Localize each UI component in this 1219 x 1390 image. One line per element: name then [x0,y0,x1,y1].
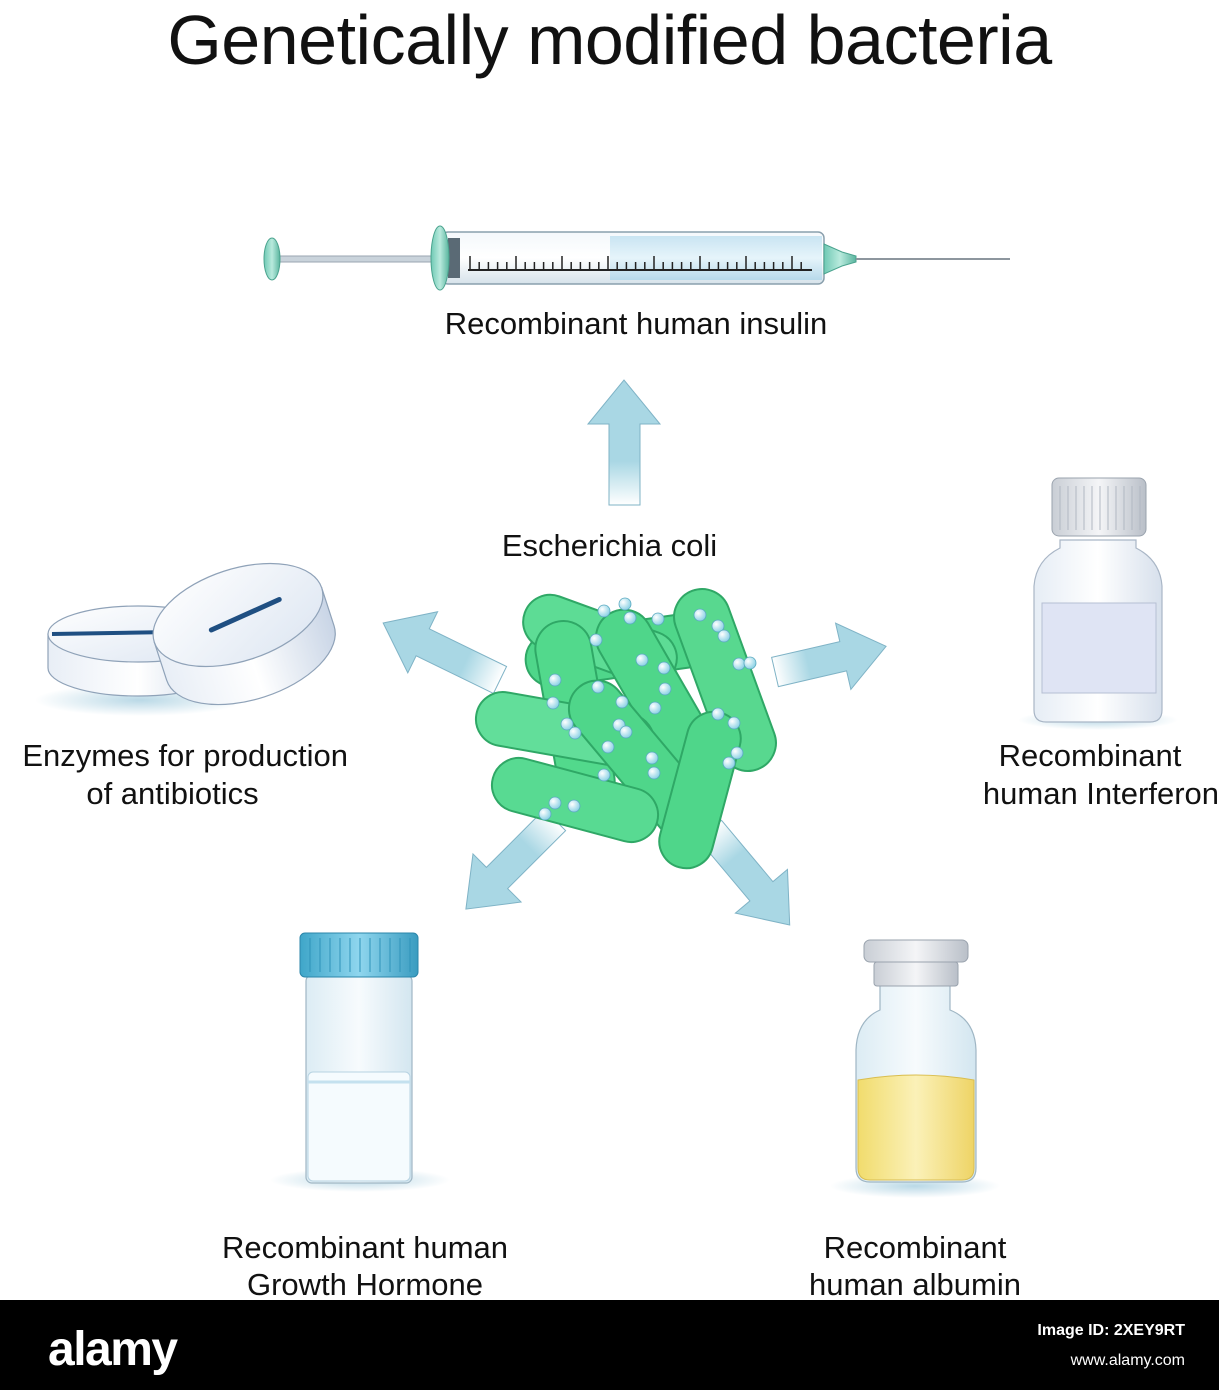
bacteria-inclusion-dot [591,680,605,694]
interferon-label-line2: human Interferon [982,776,1219,811]
albumin-label-line1: Recombinant [823,1230,1007,1265]
bacteria-inclusion-dot [615,695,629,709]
bacteria-inclusion-dot [711,707,725,721]
bacteria-inclusion-dot [727,716,741,730]
enzymes-label-line2: of antibiotics [86,776,259,811]
bacteria-inclusion-dot [658,682,672,696]
bacteria-inclusion-dot [648,701,662,715]
bacteria-inclusion-dot [601,740,615,754]
bacteria-inclusion-dot [560,717,574,731]
bacteria-inclusion-dot [743,656,757,670]
bacteria-inclusion-dot [597,604,611,618]
syringe-icon [263,225,1010,291]
bacteria-inclusion-dot [538,807,552,821]
bacteria-inclusion-dot [618,597,632,611]
bacteria-inclusion-dot [568,726,582,740]
bacteria-inclusion-dot [619,725,633,739]
insulin-label: Recombinant human insulin [444,306,828,341]
bacteria-inclusion-dot [693,608,707,622]
growth-hormone-label-line2: Growth Hormone [246,1267,484,1302]
bacteria-inclusion-dot [657,661,671,675]
bacteria-inclusion-dot [546,696,560,710]
sample-tube-icon [270,932,450,1192]
bacteria-inclusion-dot [732,657,746,671]
bacteria-inclusion-dot [597,768,611,782]
growth-hormone-label-line1: Recombinant human [221,1230,509,1265]
bacteria-inclusion-dot [548,796,562,810]
enzymes-label-line1: Enzymes for production [22,738,348,773]
bacteria-inclusion-dot [651,612,665,626]
bacteria-inclusion-dot [711,619,725,633]
bacteria-inclusion-dot [635,653,649,667]
bottle-icon [1018,477,1178,730]
bacteria-inclusion-dot [730,746,744,760]
bacteria-inclusion-dot [722,756,736,770]
bacteria-inclusion-dot [645,751,659,765]
bacteria-inclusion-dot [548,673,562,687]
arrow-to-insulin [586,379,662,506]
bacteria-inclusion-dot [717,629,731,643]
pills-icon [35,562,336,716]
bacteria-inclusion-dot [623,611,637,625]
bacteria-inclusions [538,597,757,821]
arrow-to-enzymes [382,611,508,695]
footer-bar: alamy Image ID: 2XEY9RT www.alamy.com [0,1300,1219,1390]
image-id: Image ID: 2XEY9RT [1037,1322,1185,1339]
alamy-logo: alamy [48,1323,178,1376]
diagram-artwork [35,225,1178,1198]
stock-url: www.alamy.com [1070,1352,1185,1369]
bacteria-inclusion-dot [567,799,581,813]
bacteria-inclusion-dot [647,766,661,780]
albumin-label-line2: human albumin [809,1267,1021,1302]
bacteria-inclusion-dot [589,633,603,647]
vial-icon [830,939,1000,1198]
center-label: Escherichia coli [501,528,718,563]
interferon-label-line1: Recombinant [998,738,1182,773]
diagram-title: Genetically modified bacteria [167,1,1052,79]
arrow-to-growth-hormone [465,808,567,910]
arrow-to-interferon [771,622,887,691]
